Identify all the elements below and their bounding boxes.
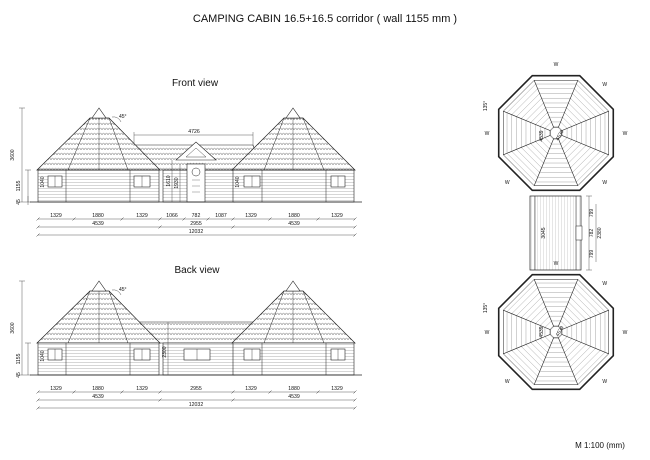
- back-right-pod-roof: [231, 290, 356, 344]
- front-view-label: Front view: [172, 78, 219, 89]
- back-row1-dim: 1329: [136, 386, 148, 392]
- plan-door-dim: 799: [589, 209, 595, 218]
- door-round-window: [191, 167, 201, 177]
- entrance-door: [186, 163, 206, 203]
- drawing-title: CAMPING CABIN 16.5+16.5 corridor ( wall …: [193, 13, 457, 25]
- back-row1-dim: 1880: [92, 386, 104, 392]
- front-row1-labels: 1329 1880 1329 1066 782 1087 1329 1880 1…: [50, 213, 343, 219]
- back-row1-dim: 1329: [50, 386, 62, 392]
- back-view-label: Back view: [174, 265, 220, 276]
- back-row1-dim: 1880: [288, 386, 300, 392]
- scale-label: M 1:100 (mm): [575, 441, 625, 450]
- front-row1-dim: 1329: [136, 213, 148, 219]
- window-mark: W: [554, 261, 559, 267]
- window-mark: W: [505, 379, 510, 385]
- plan-corridor-width: 2380: [597, 227, 603, 238]
- back-row2-dim: 4539: [288, 394, 300, 400]
- plan-dimensions: [586, 195, 597, 271]
- window-mark: W: [505, 180, 510, 186]
- front-height-total: 3600: [10, 149, 16, 160]
- plan-pod-dim-top: 4539: [555, 129, 566, 142]
- window-mark: W: [554, 62, 559, 68]
- front-height-base: 45: [16, 199, 22, 205]
- plan-pod-dim-top: 4539: [539, 130, 545, 141]
- front-roof-angle: 45°: [119, 114, 127, 120]
- left-pod-roof: [36, 117, 161, 171]
- left-pod-cap: [91, 107, 107, 119]
- plan-corridor: [529, 195, 582, 271]
- back-height-base: 45: [16, 372, 22, 378]
- front-door-side-1: 1040: [40, 176, 46, 187]
- door-gable: [175, 141, 217, 161]
- plan-view: W W W W W W W W W W W W: [485, 62, 628, 391]
- back-row2-dim: 4539: [92, 394, 104, 400]
- plan-angle-top: 135°: [483, 101, 489, 111]
- window-mark: W: [485, 131, 490, 137]
- right-pod-cap: [285, 107, 301, 119]
- plan-corridor-length: 3045: [541, 227, 547, 238]
- front-row1-dim: 1329: [50, 213, 62, 219]
- window-mark: W: [602, 281, 607, 287]
- front-elevation: [30, 107, 362, 203]
- front-row2-dim: 2955: [190, 221, 202, 227]
- front-row2-dim: 4539: [92, 221, 104, 227]
- back-height-total: 3600: [10, 322, 16, 333]
- back-height-wall: 1155: [16, 353, 22, 364]
- front-row1-dim: 1880: [288, 213, 300, 219]
- back-row1-dim: 1329: [331, 386, 343, 392]
- back-corridor-height: 2300: [162, 346, 168, 357]
- plan-pod-bottom: W W W W W W: [485, 261, 628, 391]
- front-door-height-1: 1610: [166, 175, 172, 186]
- front-door-side-2: 1040: [235, 176, 241, 187]
- window-mark: W: [602, 82, 607, 88]
- plan-door-dim: 782: [589, 229, 595, 238]
- window-mark: W: [602, 180, 607, 186]
- front-row1-dim: 1880: [92, 213, 104, 219]
- window-mark: W: [602, 379, 607, 385]
- back-roof-angle: 45°: [119, 287, 127, 293]
- back-left-pod-roof: [36, 290, 161, 344]
- window-mark: W: [485, 330, 490, 336]
- front-row1-dim: 1066: [166, 213, 178, 219]
- back-row1-dim: 2955: [190, 386, 202, 392]
- back-row1-dim: 1329: [245, 386, 257, 392]
- front-height-wall: 1155: [16, 180, 22, 191]
- front-row1-dim: 1329: [331, 213, 343, 219]
- back-side-window: 1040: [40, 350, 46, 361]
- front-door-height-2: 1930: [174, 177, 180, 188]
- plan-pod-top: W W W W W W: [485, 62, 628, 192]
- front-row2-dim: 4539: [288, 221, 300, 227]
- back-elevation: [30, 280, 362, 376]
- window-mark: W: [623, 131, 628, 137]
- back-row3-dim: 12032: [189, 402, 204, 408]
- front-row1-dim: 1087: [215, 213, 227, 219]
- right-pod-roof: [231, 117, 356, 171]
- back-dimensions: [19, 280, 357, 410]
- plan-corridor-door: [575, 225, 583, 241]
- plan-pod-dim-bottom: 4539: [555, 325, 566, 338]
- front-row1-dim: 782: [192, 213, 201, 219]
- plan-door-dim: 799: [589, 250, 595, 259]
- front-dimensions: [19, 107, 357, 237]
- front-corridor-width: 4726: [188, 129, 200, 135]
- plan-angle-bottom: 135°: [483, 303, 489, 313]
- front-row3-dim: 12032: [189, 229, 204, 235]
- front-row1-dim: 1329: [245, 213, 257, 219]
- window-mark: W: [623, 330, 628, 336]
- plan-pod-dim-bottom: 4539: [539, 326, 545, 337]
